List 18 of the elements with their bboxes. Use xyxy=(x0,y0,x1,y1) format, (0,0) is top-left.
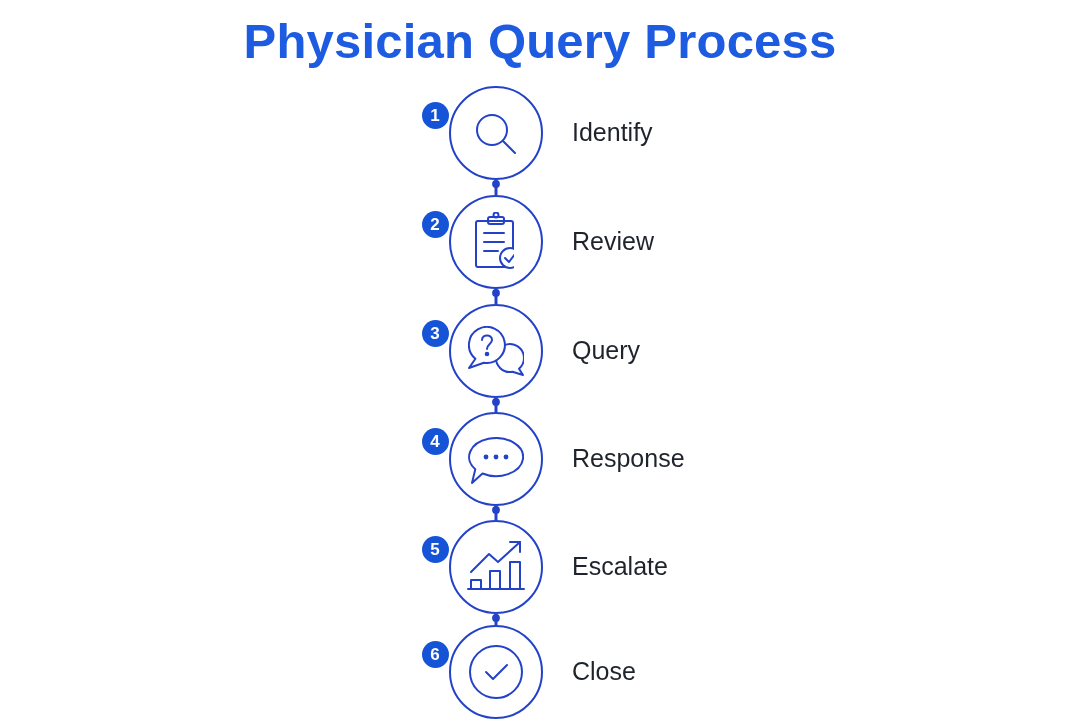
step-label: Review xyxy=(572,226,654,256)
step-number-badge: 4 xyxy=(421,427,449,455)
step-number-badge: 1 xyxy=(421,101,449,129)
step-label: Close xyxy=(572,656,636,686)
connector-line xyxy=(492,180,500,195)
step-label: Response xyxy=(572,443,685,473)
connector-line xyxy=(492,614,500,625)
step-number-badge: 3 xyxy=(421,319,449,347)
step-label: Identify xyxy=(572,117,653,147)
step-number-badge: 6 xyxy=(421,640,449,668)
step-number-badge: 5 xyxy=(421,535,449,563)
step-label: Query xyxy=(572,335,641,365)
step-label: Escalate xyxy=(572,551,668,581)
connector-line xyxy=(492,506,500,520)
title: Physician Query Process xyxy=(243,14,837,68)
connector-line xyxy=(492,289,500,304)
connector-line xyxy=(492,398,500,412)
step-number-badge: 2 xyxy=(421,210,449,238)
